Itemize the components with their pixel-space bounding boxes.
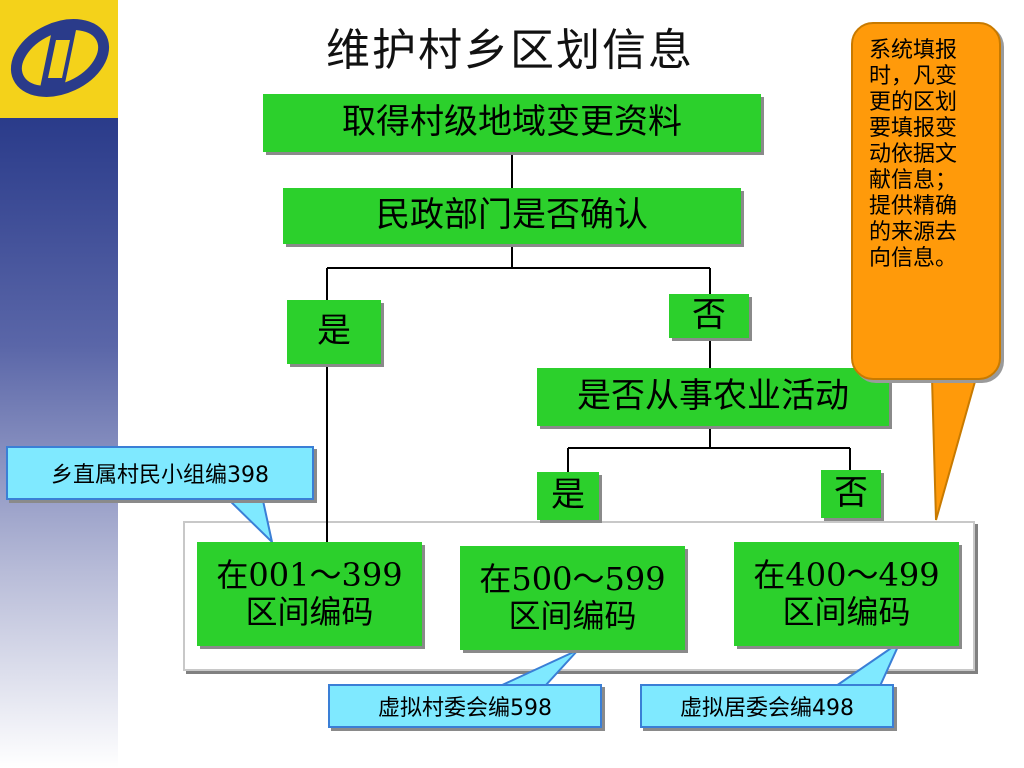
step-agriculture-activity: 是否从事农业活动 — [537, 368, 889, 426]
range-500-599: 在500～599 区间编码 — [460, 546, 685, 650]
note-line: 时，凡变 — [869, 63, 958, 89]
system-note: 系统填报 时，凡变 更的区划 要填报变 动依据文 献信息； 提供精确 的来源去 … — [851, 22, 1001, 380]
note-line: 的来源去 — [869, 219, 958, 245]
decision-yes-1: 是 — [287, 300, 381, 364]
logo — [0, 0, 118, 118]
range-label: 区间编码 — [782, 593, 911, 631]
step-civil-affairs-confirm: 民政部门是否确认 — [283, 188, 741, 244]
range-400-499: 在400～499 区间编码 — [734, 542, 959, 646]
step-get-change-data: 取得村级地域变更资料 — [263, 94, 761, 152]
note-line: 更的区划 — [869, 89, 958, 115]
callout-township-group: 乡直属村民小组编398 — [6, 446, 314, 500]
decision-yes-2: 是 — [537, 472, 599, 520]
note-line: 系统填报 — [869, 38, 958, 63]
statistics-logo-icon — [10, 19, 110, 97]
range-value: 在500～599 — [479, 560, 666, 599]
note-line: 要填报变 — [869, 115, 958, 141]
sidebar-decoration — [0, 0, 118, 768]
range-001-399: 在001～399 区间编码 — [197, 542, 422, 646]
decision-no-2: 否 — [821, 470, 881, 518]
note-line: 献信息； — [869, 167, 958, 193]
range-label: 区间编码 — [245, 593, 374, 631]
note-line: 动依据文 — [869, 141, 958, 167]
decision-no-1: 否 — [669, 294, 749, 338]
callout-virtual-village: 虚拟村委会编598 — [328, 684, 602, 728]
callout-virtual-resident: 虚拟居委会编498 — [640, 684, 894, 728]
sidebar-gradient — [0, 118, 118, 768]
page-title: 维护村乡区划信息 — [326, 25, 694, 76]
range-value: 在001～399 — [216, 556, 403, 595]
range-value: 在400～499 — [753, 556, 940, 595]
range-label: 区间编码 — [508, 597, 637, 635]
note-line: 提供精确 — [869, 193, 958, 219]
note-line: 向信息。 — [869, 245, 958, 271]
